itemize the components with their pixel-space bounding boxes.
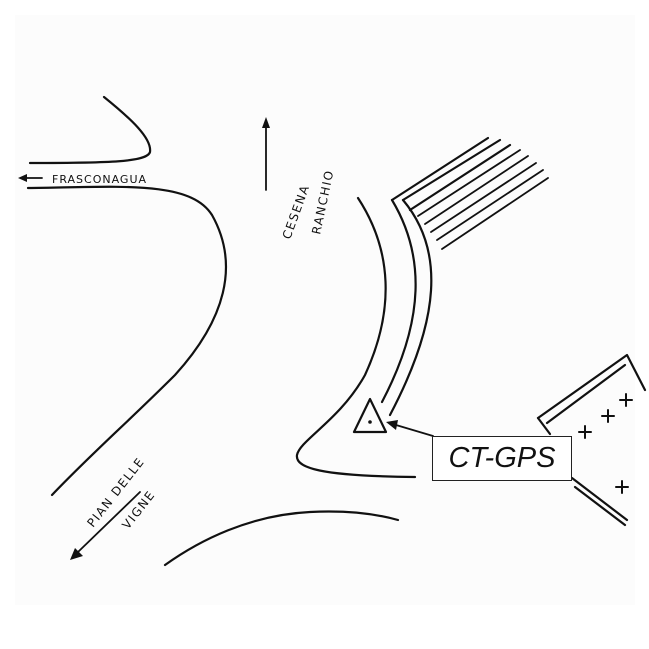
paper-background (15, 15, 635, 605)
callout-arrow-icon (386, 420, 434, 437)
road-right-middle (380, 198, 417, 404)
road-bottom (163, 510, 400, 567)
arrow-west-icon (18, 174, 43, 182)
building-hatched (390, 136, 549, 250)
arrow-north-icon (262, 117, 270, 191)
label-frasconagua: FRASCONAGUA (52, 173, 147, 186)
arrow-southwest-icon (70, 491, 141, 560)
building-with-crosses (536, 353, 647, 527)
road-right-outer (388, 198, 433, 417)
triangle-marker-icon (352, 397, 388, 434)
road-right-inner (295, 196, 417, 479)
road-frasconagua-upper-edge (28, 95, 152, 165)
station-label-box: CT-GPS (432, 436, 572, 481)
road-main-curve (26, 185, 228, 497)
